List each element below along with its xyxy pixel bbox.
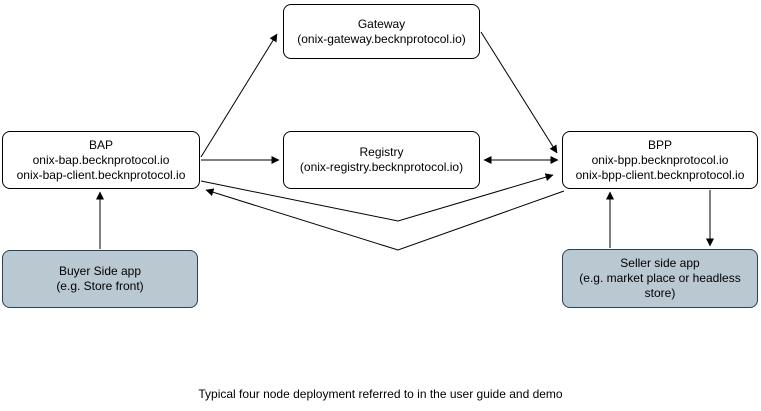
arrow-bap-to-gateway	[200, 33, 278, 158]
registry-node: Registry (onix-registry.becknprotocol.io…	[283, 131, 480, 189]
seller-app-title: Seller side app	[620, 256, 700, 270]
bap-node: BAP onix-bap.becknprotocol.io onix-bap-c…	[2, 131, 200, 189]
bpp-title: BPP	[647, 137, 672, 152]
diagram-caption: Typical four node deployment referred to…	[198, 387, 563, 401]
bap-domain: onix-bap.becknprotocol.io	[32, 152, 170, 167]
seller-side-app-node: Seller side app (e.g. market place or he…	[562, 249, 758, 308]
arrow-bpp-to-bap	[205, 188, 565, 251]
buyer-side-app-node: Buyer Side app (e.g. Store front)	[2, 250, 198, 308]
bap-client-domain: onix-bap-client.becknprotocol.io	[16, 167, 186, 182]
buyer-app-example: (e.g. Store front)	[56, 279, 144, 293]
registry-domain: (onix-registry.becknprotocol.io)	[299, 160, 464, 174]
seller-app-example: (e.g. market place or headless store)	[579, 271, 741, 300]
gateway-node: Gateway (onix-gateway.becknprotocol.io)	[283, 4, 480, 59]
arrow-gateway-to-bpp	[480, 31, 558, 154]
gateway-domain: (onix-gateway.becknprotocol.io)	[297, 31, 466, 46]
bap-title: BAP	[88, 137, 113, 152]
registry-title: Registry	[359, 145, 404, 159]
buyer-app-title: Buyer Side app	[58, 264, 142, 278]
gateway-title: Gateway	[357, 16, 406, 31]
bpp-domain: onix-bpp.becknprotocol.io	[591, 152, 729, 167]
bpp-node: BPP onix-bpp.becknprotocol.io onix-bpp-c…	[562, 131, 758, 189]
bpp-client-domain: onix-bpp-client.becknprotocol.io	[575, 167, 745, 182]
arrow-bap-to-bpp	[200, 173, 554, 222]
